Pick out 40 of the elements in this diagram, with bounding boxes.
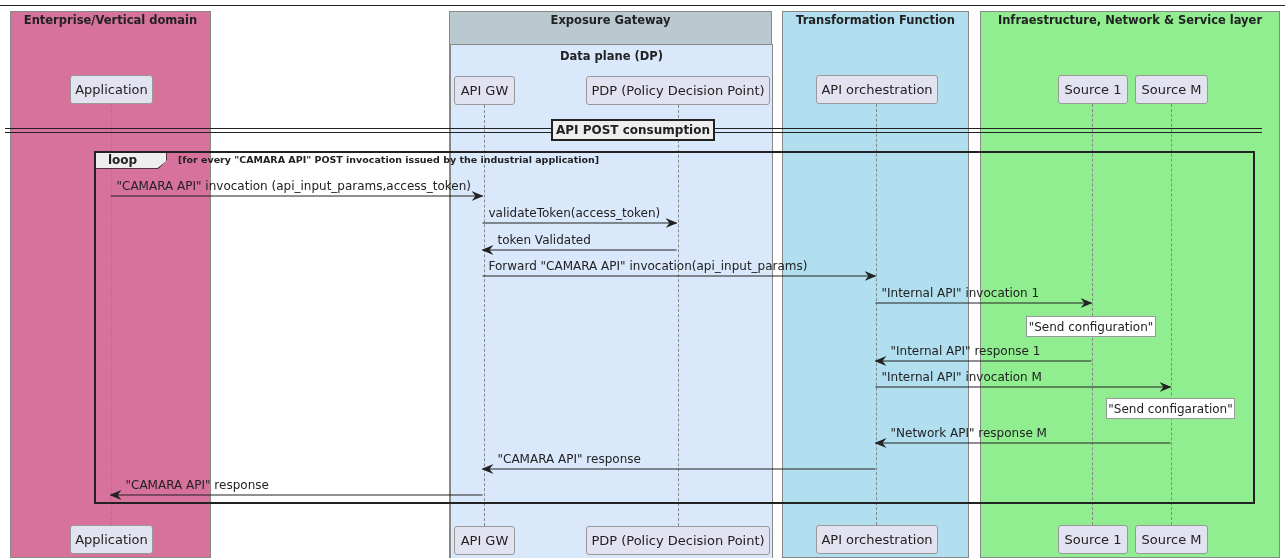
participant-box: Source 1 [1058,75,1128,104]
lane-title: Exposure Gateway [549,13,672,27]
message-arrow [481,464,876,474]
participant-box: API GW [454,76,515,105]
lane-title: Infraestructure, Network & Service layer [996,13,1264,27]
message-arrow [482,271,877,281]
lane-title: Enterprise/Vertical domain [22,13,199,27]
participant-box: API GW [454,526,515,555]
message-arrow [482,218,678,228]
lane-title: Transformation Function [795,13,956,27]
message-arrow [875,382,1172,392]
message-arrow [874,438,1171,448]
lifeline [876,104,877,525]
loop-label: loop [96,153,166,168]
edge-label: "CAMARA API" response [497,452,641,466]
edge-label: "Internal API" response 1 [890,344,1041,358]
edge-label: "Internal API" invocation 1 [881,286,1040,300]
participant-box: Source 1 [1058,525,1128,554]
message-arrow [874,356,1092,366]
lifeline [484,105,485,526]
section-label: API POST consumption [551,119,715,141]
edge-label: Forward "CAMARA API" invocation(api_input_params) [488,259,808,273]
message-arrow [109,490,483,500]
message-arrow [875,298,1093,308]
message-arrow [481,245,677,255]
participant-box: PDP (Policy Decision Point) [586,76,770,105]
edge-label: "CAMARA API" response [125,478,269,492]
edge-label: "Internal API" invocation M [881,370,1042,384]
participant-box: API orchestration [816,525,938,554]
participant-box: API orchestration [816,75,938,104]
participant-box: Source M [1135,75,1208,104]
edge-label: token Validated [497,233,591,247]
participant-box: Application [70,525,153,554]
participant-box: Source M [1135,525,1208,554]
edge-label: validateToken(access_token) [488,206,661,220]
lane-title: Data plane (DP) [559,49,664,63]
participant-box: Application [70,75,153,104]
participant-box: PDP (Policy Decision Point) [586,526,770,555]
message-arrow [110,191,484,201]
edge-label: "Network API" response M [890,426,1047,440]
